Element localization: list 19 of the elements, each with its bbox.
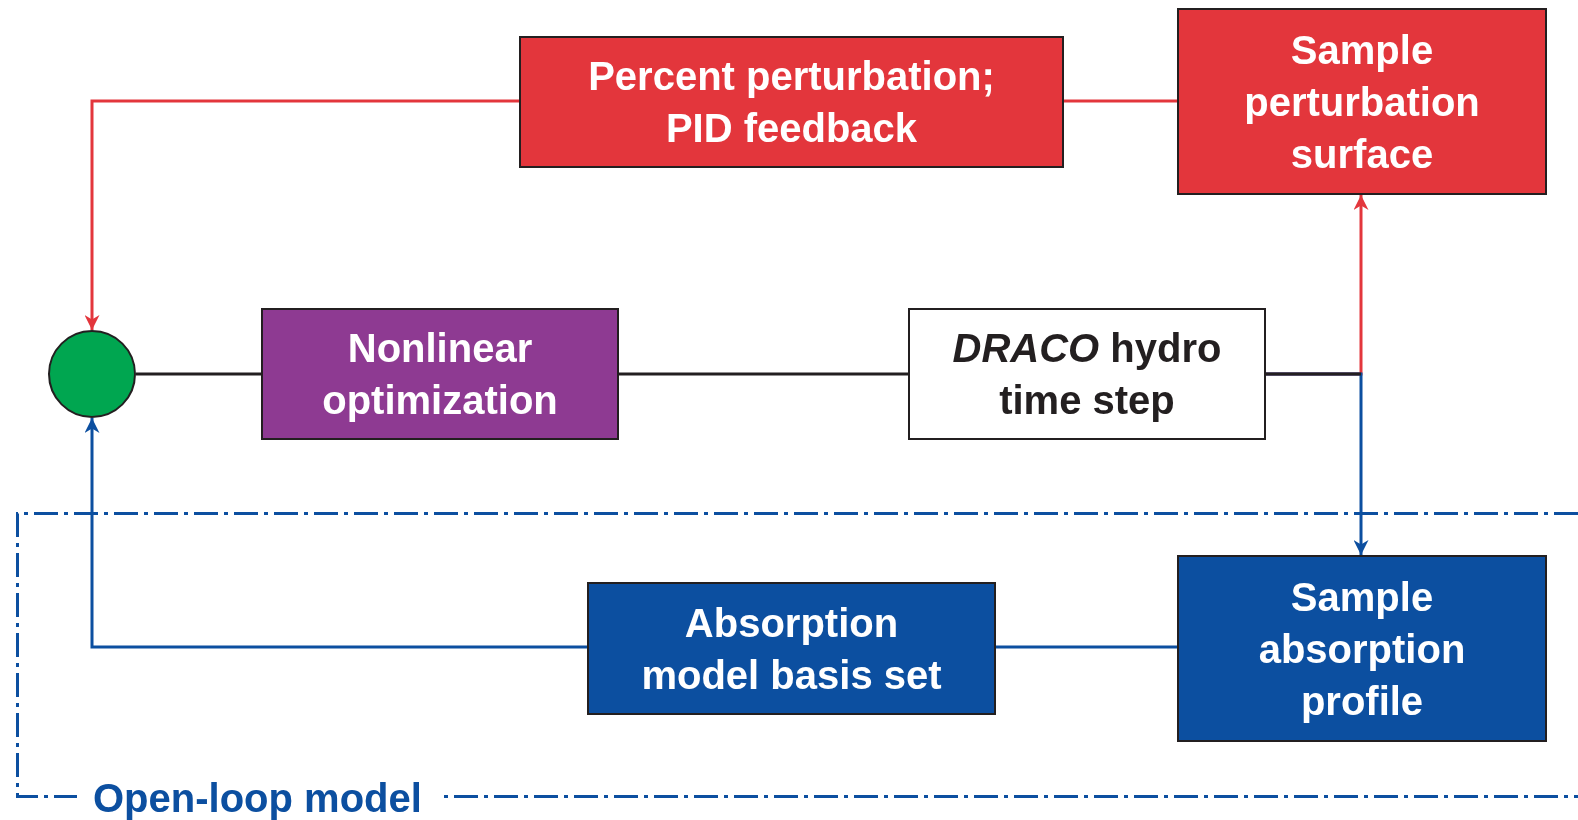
process-box (1177, 555, 1547, 742)
process-box (519, 36, 1064, 168)
process-box (1177, 8, 1547, 195)
process-box (908, 308, 1266, 440)
process-box (261, 308, 619, 440)
arrow (84, 418, 587, 649)
box-label: Sample absorption profile (1257, 573, 1467, 725)
box-label: Absorption model basis set (640, 599, 943, 699)
box-label: Sample perturbation surface (1243, 26, 1481, 178)
connector-line (1266, 372, 1361, 376)
arrow (84, 99, 519, 330)
box-label: DRACO hydro time step (951, 325, 1223, 424)
connector-line (1064, 99, 1177, 103)
process-box (587, 582, 996, 715)
connector-line (996, 645, 1177, 649)
connector-line (619, 372, 908, 376)
connector-line (136, 372, 261, 376)
box-label: Percent perturbation; PID feedback (587, 53, 996, 152)
box-label: Nonlinear optimization (321, 325, 559, 424)
